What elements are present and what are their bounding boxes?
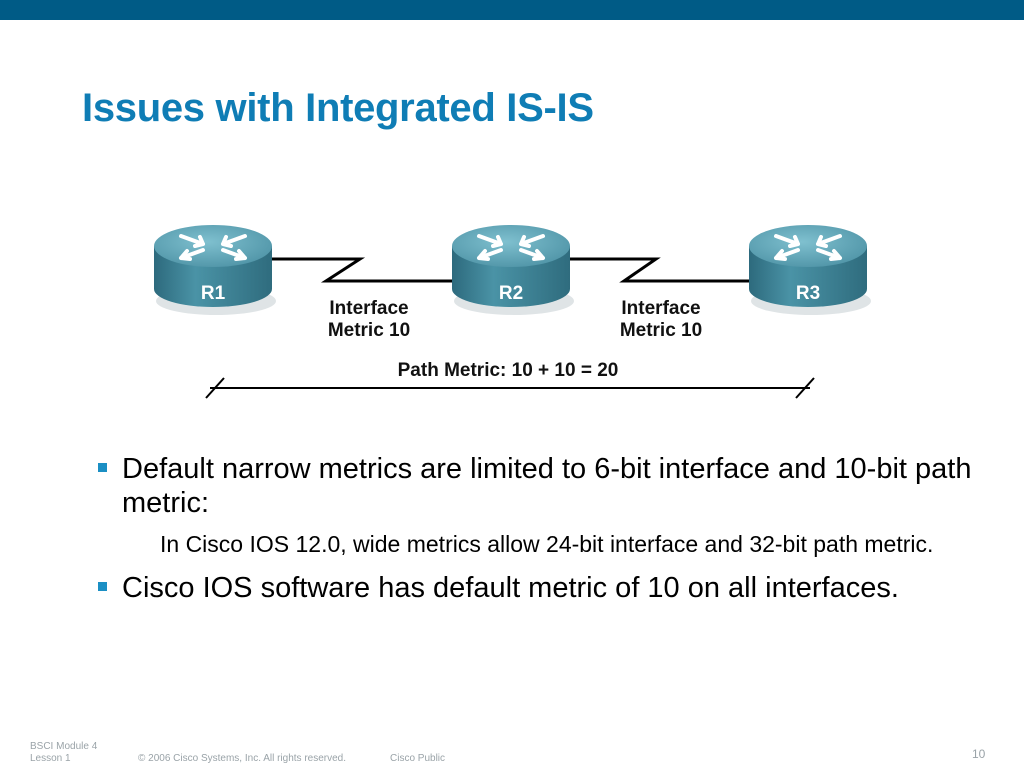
bullet-text: Default narrow metrics are limited to 6-… xyxy=(122,453,972,519)
footer-module-line1: BSCI Module 4 xyxy=(30,741,98,752)
bullet-text: Cisco IOS software has default metric of… xyxy=(122,572,899,604)
link-label-1-line1: Interface xyxy=(329,298,408,319)
router-r1: R1 xyxy=(154,225,276,315)
footer-module: BSCI Module 4 Lesson 1 xyxy=(30,741,97,765)
footer-classification: Cisco Public xyxy=(390,753,446,764)
bullet-square-icon xyxy=(98,463,107,472)
path-metric-label: Path Metric: 10 + 10 = 20 xyxy=(398,360,619,381)
link-label-1-line2: Metric 10 xyxy=(328,320,410,341)
sub-bullet-text: In Cisco IOS 12.0, wide metrics allow 24… xyxy=(160,531,934,557)
page-number: 10 xyxy=(972,747,986,761)
bullet-item: Default narrow metrics are limited to 6-… xyxy=(98,452,978,520)
path-metric-end-right xyxy=(795,377,815,399)
link-label-2-line1: Interface xyxy=(621,298,700,319)
path-metric-end-left xyxy=(205,377,225,399)
top-banner xyxy=(0,0,1024,20)
link-label-2-line2: Metric 10 xyxy=(620,320,702,341)
serial-link-r1-r2 xyxy=(270,257,455,283)
bullet-list: Default narrow metrics are limited to 6-… xyxy=(98,452,978,615)
router-r2: R2 xyxy=(452,225,574,315)
serial-link-r2-r3 xyxy=(568,257,752,283)
bullet-square-icon xyxy=(98,582,107,591)
router-label: R3 xyxy=(796,283,820,304)
footer-module-line2: Lesson 1 xyxy=(30,753,71,764)
router-label: R2 xyxy=(499,283,523,304)
router-r3: R3 xyxy=(749,225,871,315)
bullet-item: Cisco IOS software has default metric of… xyxy=(98,571,978,605)
footer-copyright: © 2006 Cisco Systems, Inc. All rights re… xyxy=(138,753,347,764)
slide-title: Issues with Integrated IS-IS xyxy=(82,86,594,130)
router-label: R1 xyxy=(201,283,226,304)
